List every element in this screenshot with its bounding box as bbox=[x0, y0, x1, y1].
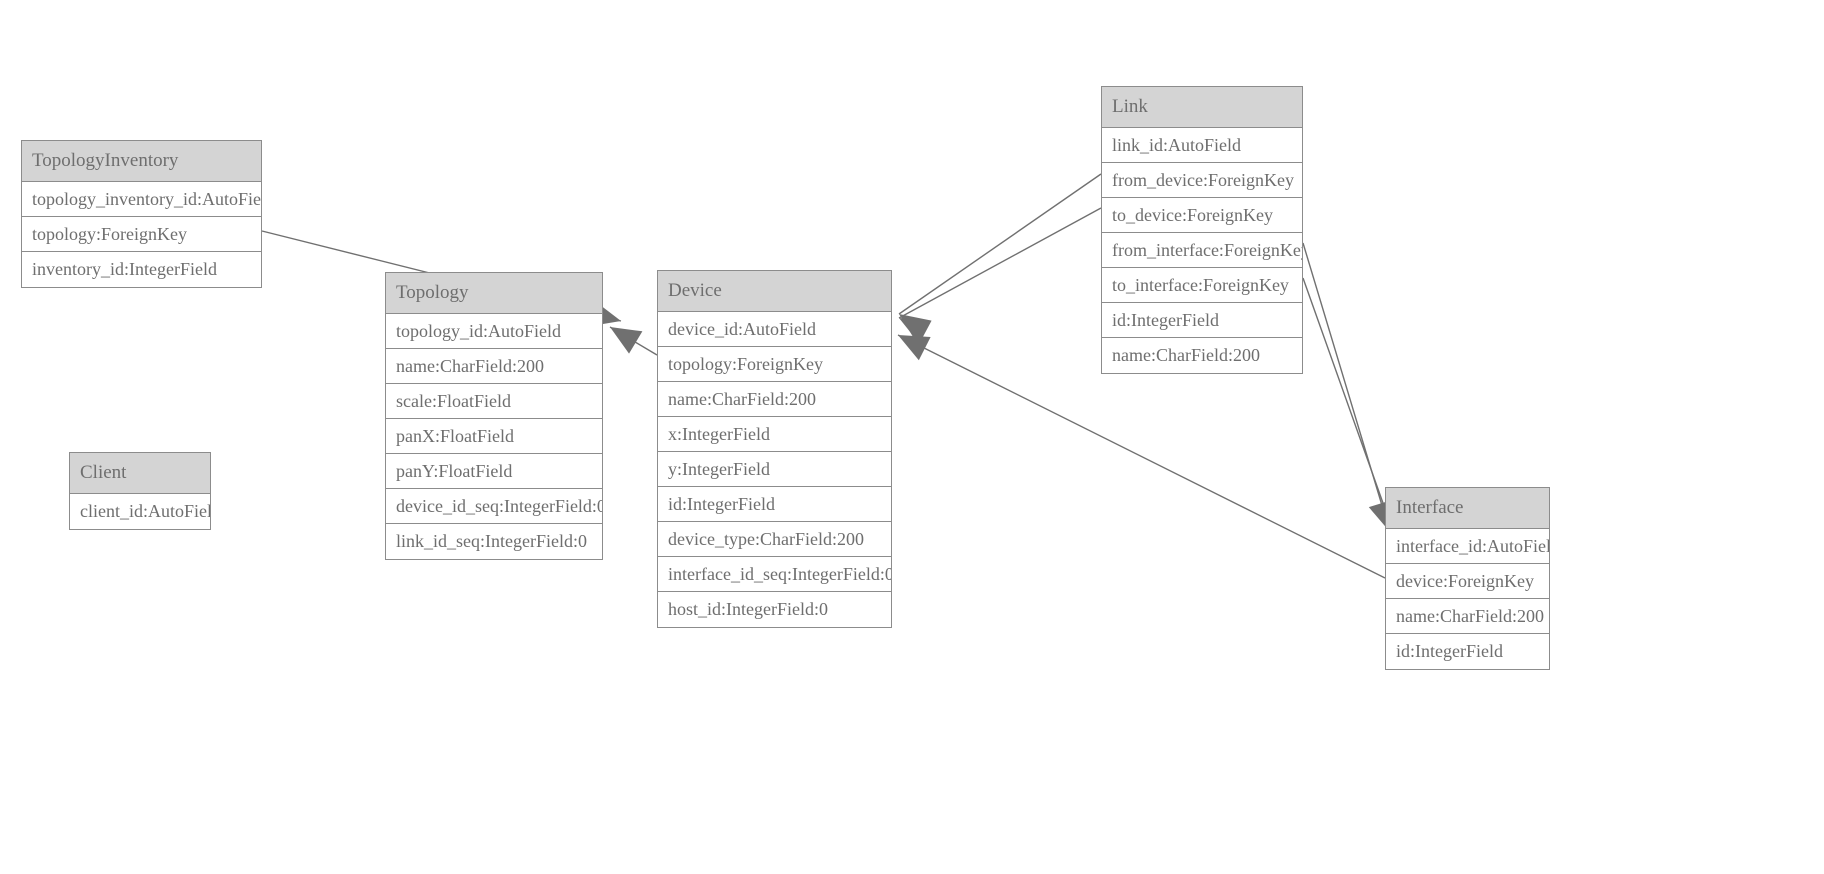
entity-field: topology:ForeignKey bbox=[22, 217, 261, 252]
entity-title-topology: Topology bbox=[386, 273, 602, 314]
relationship-line bbox=[609, 326, 658, 356]
relationship-line bbox=[1302, 277, 1395, 535]
entity-field: x:IntegerField bbox=[658, 417, 891, 452]
entity-field: scale:FloatField bbox=[386, 384, 602, 419]
entity-field: panY:FloatField bbox=[386, 454, 602, 489]
entity-field: inventory_id:IntegerField bbox=[32, 259, 217, 279]
relationship-arrowhead bbox=[899, 318, 932, 344]
relationship-line bbox=[898, 207, 1102, 319]
entity-client[interactable]: Client client_id:AutoField bbox=[69, 452, 211, 530]
entity-field: topology:ForeignKey bbox=[658, 347, 891, 382]
entity-field: name:CharField:200 bbox=[386, 349, 602, 384]
entity-field: link_id_seq:IntegerField:0 bbox=[396, 531, 587, 551]
entity-field: name:CharField:200 bbox=[658, 382, 891, 417]
entity-field: device:ForeignKey bbox=[1386, 564, 1549, 599]
relationship-device-to-topology bbox=[609, 326, 658, 356]
entity-title-topology_inventory: TopologyInventory bbox=[22, 141, 261, 182]
entity-field: from_device:ForeignKey bbox=[1102, 163, 1302, 198]
entity-field: id:IntegerField bbox=[658, 487, 891, 522]
entity-field: device_type:CharField:200 bbox=[658, 522, 891, 557]
relationship-arrowhead bbox=[899, 314, 932, 342]
entity-field: y:IntegerField bbox=[658, 452, 891, 487]
entity-field: name:CharField:200 bbox=[1112, 345, 1260, 365]
entity-field: id:IntegerField bbox=[1396, 641, 1503, 661]
entity-field: link_id:AutoField bbox=[1102, 128, 1302, 163]
relationship-link-from_device-to-device bbox=[898, 173, 1102, 342]
entity-field: id:IntegerField bbox=[1102, 303, 1302, 338]
entity-field: client_id:AutoField bbox=[80, 501, 210, 521]
entity-field: to_device:ForeignKey bbox=[1102, 198, 1302, 233]
entity-field: interface_id:AutoField bbox=[1386, 529, 1549, 564]
entity-field: host_id:IntegerField:0 bbox=[668, 599, 828, 619]
relationship-line bbox=[1302, 242, 1391, 533]
entity-field: panX:FloatField bbox=[386, 419, 602, 454]
entity-field: from_interface:ForeignKey bbox=[1102, 233, 1302, 268]
relationship-line bbox=[898, 173, 1102, 315]
relationship-arrowhead bbox=[610, 327, 643, 354]
entity-fields-client: client_id:AutoField bbox=[70, 494, 210, 529]
entity-title-client: Client bbox=[70, 453, 210, 494]
entity-title-device: Device bbox=[658, 271, 891, 312]
entity-field: device_id_seq:IntegerField:0 bbox=[386, 489, 602, 524]
entity-field: to_interface:ForeignKey bbox=[1102, 268, 1302, 303]
entity-title-interface: Interface bbox=[1386, 488, 1549, 529]
entity-field: name:CharField:200 bbox=[1386, 599, 1549, 634]
relationship-arrowhead bbox=[898, 335, 931, 361]
entity-field: interface_id_seq:IntegerField:0 bbox=[658, 557, 891, 592]
entity-field: topology_id:AutoField bbox=[386, 314, 602, 349]
entity-field: topology_inventory_id:AutoField bbox=[22, 182, 261, 217]
relationship-link-to_device-to-device bbox=[898, 207, 1102, 344]
entity-title-link: Link bbox=[1102, 87, 1302, 128]
entity-field: device_id:AutoField bbox=[658, 312, 891, 347]
